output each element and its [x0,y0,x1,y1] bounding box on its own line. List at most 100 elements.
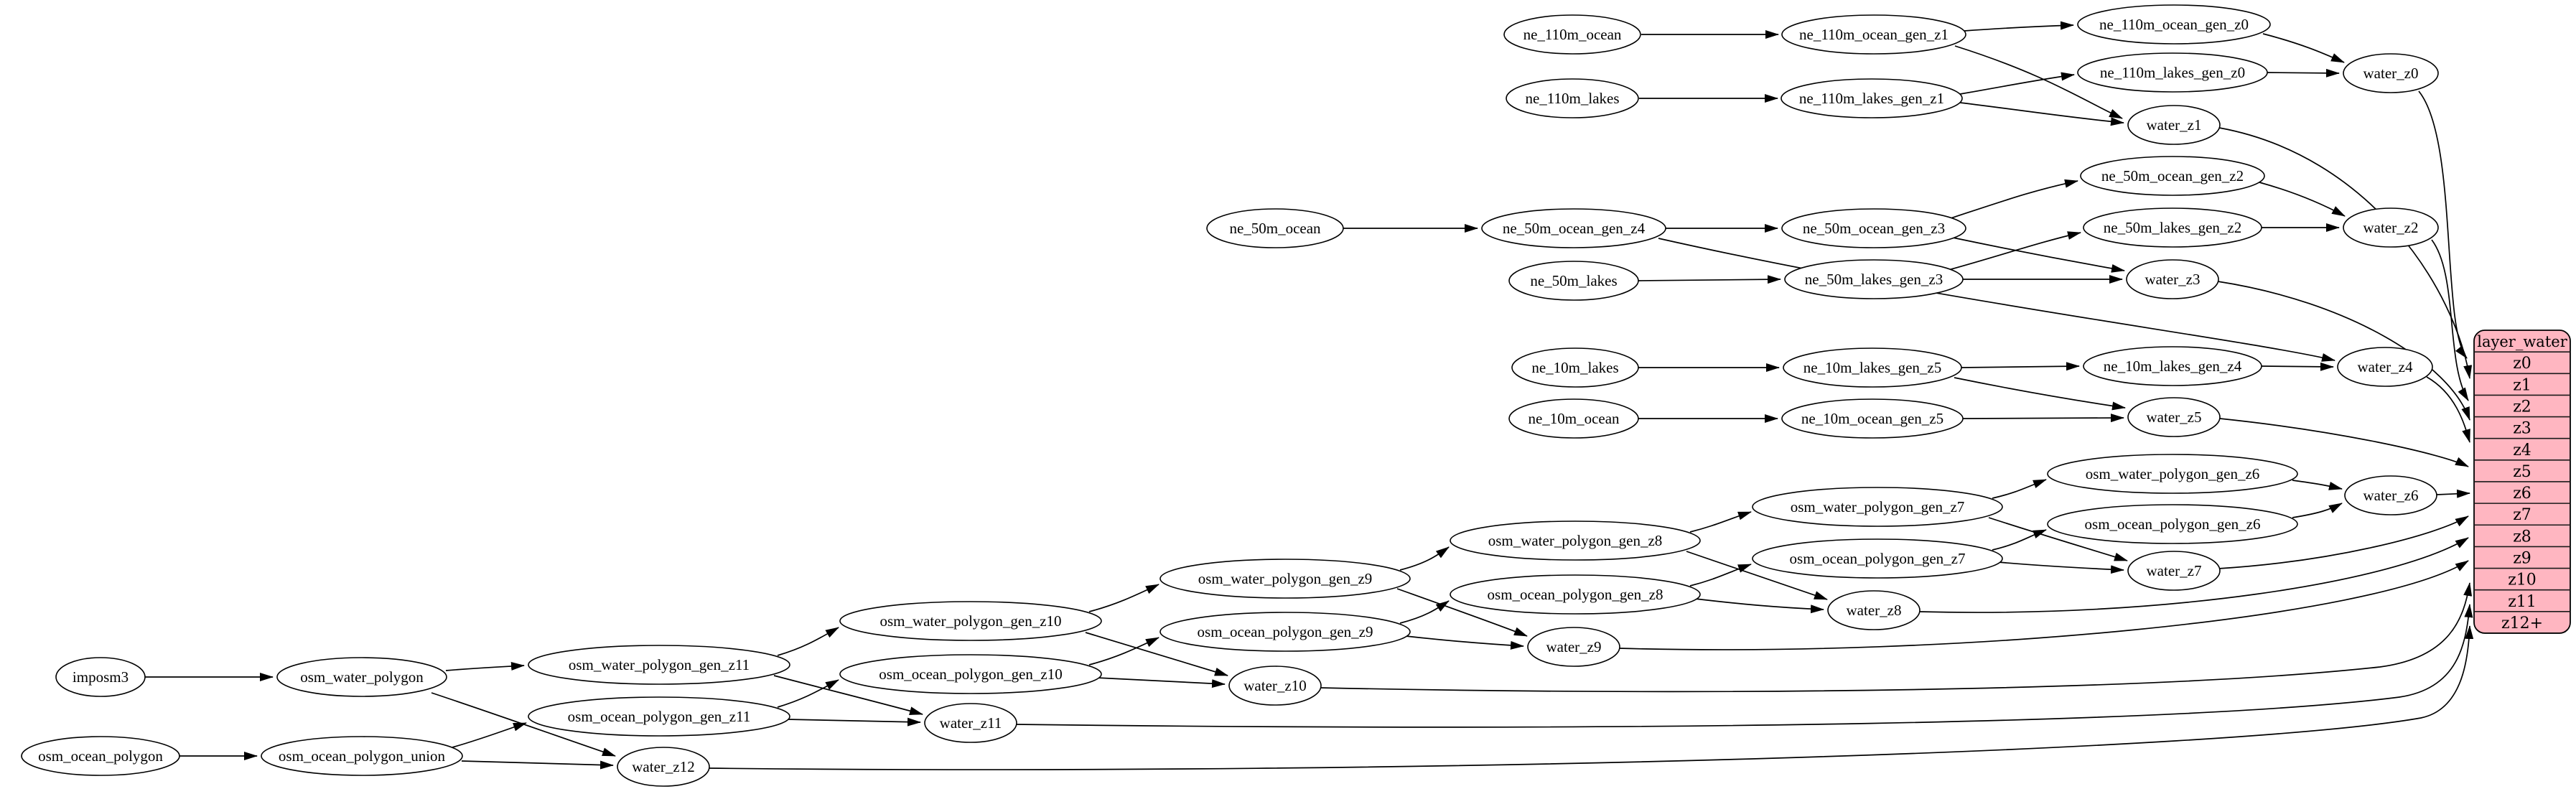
node-label-water_z3: water_z3 [2145,271,2201,288]
node-label-ne_50m_lakes: ne_50m_lakes [1530,272,1617,289]
edge-water_z6-to-layer_water:z6 [2436,489,2470,498]
node-osm_water_polygon_gen_z8: osm_water_polygon_gen_z8 [1450,520,1701,561]
node-label-water_z1: water_z1 [2147,116,2202,134]
table-row-z3: z3 [2513,420,2531,438]
node-label-osm_water_polygon_gen_z9: osm_water_polygon_gen_z9 [1198,570,1373,587]
node-osm_ocean_polygon: osm_ocean_polygon [21,736,180,776]
node-osm_ocean_polygon_gen_z8: osm_ocean_polygon_gen_z8 [1450,574,1701,615]
node-water_z2: water_z2 [2343,207,2439,248]
edge-water_z12-to-layer_water:z12+ [708,625,2474,770]
node-ellipse-ne_10m_ocean_gen_z5 [1781,398,1964,439]
edge-osm_water_polygon_gen_z6-to-water_z6 [2292,480,2343,490]
node-water_z1: water_z1 [2127,105,2221,145]
node-ellipse-osm_water_polygon [276,657,447,697]
edge-osm_water_polygon_gen_z11-to-water_z11 [773,675,923,715]
node-ellipse-osm_water_polygon_gen_z10 [839,601,1102,641]
edge-ne_10m_lakes_gen_z5-to-ne_10m_lakes_gen_z4 [1961,362,2080,371]
edge-osm_water_polygon_gen_z7-to-water_z7 [1988,517,2128,561]
node-label-ne_10m_ocean_gen_z5: ne_10m_ocean_gen_z5 [1801,410,1943,427]
node-ellipse-ne_50m_ocean_gen_z4 [1481,208,1666,248]
edge-water_z0-to-layer_water:z0 [2418,90,2468,359]
node-water_z9: water_z9 [1527,627,1620,667]
layer-water-table: layer_waterz0z1z2z3z4z5z6z7z8z9z10z11z12… [2473,330,2571,634]
node-ellipse-ne_10m_ocean [1508,398,1639,439]
edge-osm_ocean_polygon_gen_z8-to-water_z8 [1694,598,1824,614]
node-ellipse-water_z1 [2127,105,2221,145]
edge-osm_water_polygon_gen_z11-to-osm_water_polygon_gen_z10 [777,627,839,656]
edge-water_z10-to-layer_water:z10 [1320,582,2473,693]
node-label-water_z0: water_z0 [2363,65,2419,82]
node-ne_110m_ocean_gen_z1: ne_110m_ocean_gen_z1 [1781,14,1966,55]
edge-osm_water_polygon_gen_z8-to-osm_water_polygon_gen_z7 [1689,511,1752,533]
node-ne_110m_lakes: ne_110m_lakes [1506,78,1639,118]
node-ellipse-water_z10 [1228,666,1322,706]
node-imposm3: imposm3 [55,657,146,697]
node-label-ne_50m_lakes_gen_z3: ne_50m_lakes_gen_z3 [1805,271,1943,288]
node-label-osm_water_polygon: osm_water_polygon [300,668,424,686]
nodes-layer: imposm3 osm_water_polygon osm_ocean_polygo… [21,4,2439,787]
edge-water_z4-to-layer_water:z4 [2426,376,2470,443]
node-ellipse-osm_ocean_polygon_gen_z11 [528,696,790,737]
edge-osm_ocean_polygon_gen_z9-to-osm_ocean_polygon_gen_z8 [1399,600,1450,624]
node-label-water_z2: water_z2 [2363,219,2419,236]
node-ne_50m_ocean: ne_50m_ocean [1206,208,1344,248]
node-label-imposm3: imposm3 [73,668,129,686]
edge-osm_water_polygon_gen_z8-to-water_z8 [1686,551,1828,600]
node-ne_50m_lakes_gen_z3: ne_50m_lakes_gen_z3 [1784,259,1964,299]
node-label-ne_110m_lakes: ne_110m_lakes [1525,90,1619,107]
node-label-ne_110m_ocean_gen_z1: ne_110m_ocean_gen_z1 [1799,26,1949,43]
table-row-z6: z6 [2513,485,2531,503]
table-row-z0: z0 [2513,355,2531,373]
node-water_z11: water_z11 [924,703,1017,743]
node-ellipse-ne_50m_lakes_gen_z2 [2083,207,2262,248]
node-ellipse-water_z12 [617,747,710,787]
edge-ne_110m_ocean_gen_z0-to-water_z0 [2262,33,2345,63]
node-ellipse-osm_water_polygon_gen_z9 [1159,559,1411,599]
edge-osm_water_polygon_gen_z7-to-osm_water_polygon_gen_z6 [1992,479,2047,499]
node-ellipse-ne_10m_lakes_gen_z5 [1783,347,1962,388]
node-label-ne_50m_ocean_gen_z4: ne_50m_ocean_gen_z4 [1503,220,1646,237]
edge-osm_ocean_polygon_gen_z7-to-osm_ocean_polygon_gen_z6 [1992,529,2047,551]
table-row-z4: z4 [2513,442,2531,459]
edge-ne_50m_lakes-to-ne_50m_lakes_gen_z3 [1638,275,1781,284]
edge-osm_ocean_polygon_gen_z10-to-osm_ocean_polygon_gen_z9 [1088,637,1159,666]
node-ellipse-water_z11 [924,703,1017,743]
table-row-z9: z9 [2513,549,2531,567]
edge-ne_110m_ocean_gen_z1-to-water_z1 [1954,45,2123,119]
node-ellipse-osm_ocean_polygon_gen_z6 [2047,504,2298,544]
node-water_z6: water_z6 [2344,475,2437,515]
node-ne_110m_lakes_gen_z1: ne_110m_lakes_gen_z1 [1781,78,1963,118]
node-label-osm_ocean_polygon_union: osm_ocean_polygon_union [279,747,446,765]
node-label-ne_110m_lakes_gen_z1: ne_110m_lakes_gen_z1 [1799,90,1944,107]
node-ellipse-osm_ocean_polygon_gen_z7 [1752,538,2003,579]
node-ellipse-osm_ocean_polygon_gen_z10 [839,654,1102,694]
edge-osm_ocean_polygon_union-to-osm_ocean_polygon_gen_z11 [452,722,527,748]
table-layer: layer_waterz0z1z2z3z4z5z6z7z8z9z10z11z12… [2473,330,2571,634]
node-label-osm_ocean_polygon_gen_z7: osm_ocean_polygon_gen_z7 [1790,550,1966,567]
node-ellipse-water_z6 [2344,475,2437,515]
node-ne_110m_ocean: ne_110m_ocean [1503,14,1641,55]
edge-osm_ocean_polygon_gen_z10-to-water_z10 [1096,677,1226,688]
node-label-ne_110m_lakes_gen_z0: ne_110m_lakes_gen_z0 [2100,64,2245,81]
edge-water_z5-to-layer_water:z5 [2219,418,2469,467]
table-row-z1: z1 [2513,376,2531,394]
node-label-ne_10m_lakes: ne_10m_lakes [1531,359,1618,376]
node-ellipse-water_z4 [2337,347,2433,387]
node-label-water_z4: water_z4 [2358,358,2413,375]
edge-ne_10m_ocean_gen_z5-to-water_z5 [1962,414,2124,423]
node-ellipse-ne_110m_lakes_gen_z0 [2077,52,2268,93]
node-ellipse-osm_ocean_polygon_gen_z8 [1450,574,1701,615]
node-ellipse-water_z9 [1527,627,1620,667]
edge-osm_ocean_polygon_gen_z6-to-water_z6 [2292,503,2343,518]
node-ellipse-imposm3 [55,657,146,697]
node-label-osm_ocean_polygon: osm_ocean_polygon [38,747,163,765]
edge-osm_water_polygon-to-osm_water_polygon_gen_z11 [445,662,525,671]
node-label-ne_50m_lakes_gen_z2: ne_50m_lakes_gen_z2 [2104,219,2241,236]
node-ne_50m_ocean_gen_z4: ne_50m_ocean_gen_z4 [1481,208,1666,248]
edge-ne_110m_ocean_gen_z1-to-ne_110m_ocean_gen_z0 [1964,21,2074,32]
node-ellipse-water_z3 [2126,259,2219,299]
node-ne_50m_ocean_gen_z2: ne_50m_ocean_gen_z2 [2080,156,2265,196]
edge-osm_ocean_polygon_gen_z8-to-osm_ocean_polygon_gen_z7 [1689,564,1752,587]
edge-osm_water_polygon-to-water_z12 [431,692,616,757]
node-ellipse-ne_50m_ocean_gen_z2 [2080,156,2265,196]
